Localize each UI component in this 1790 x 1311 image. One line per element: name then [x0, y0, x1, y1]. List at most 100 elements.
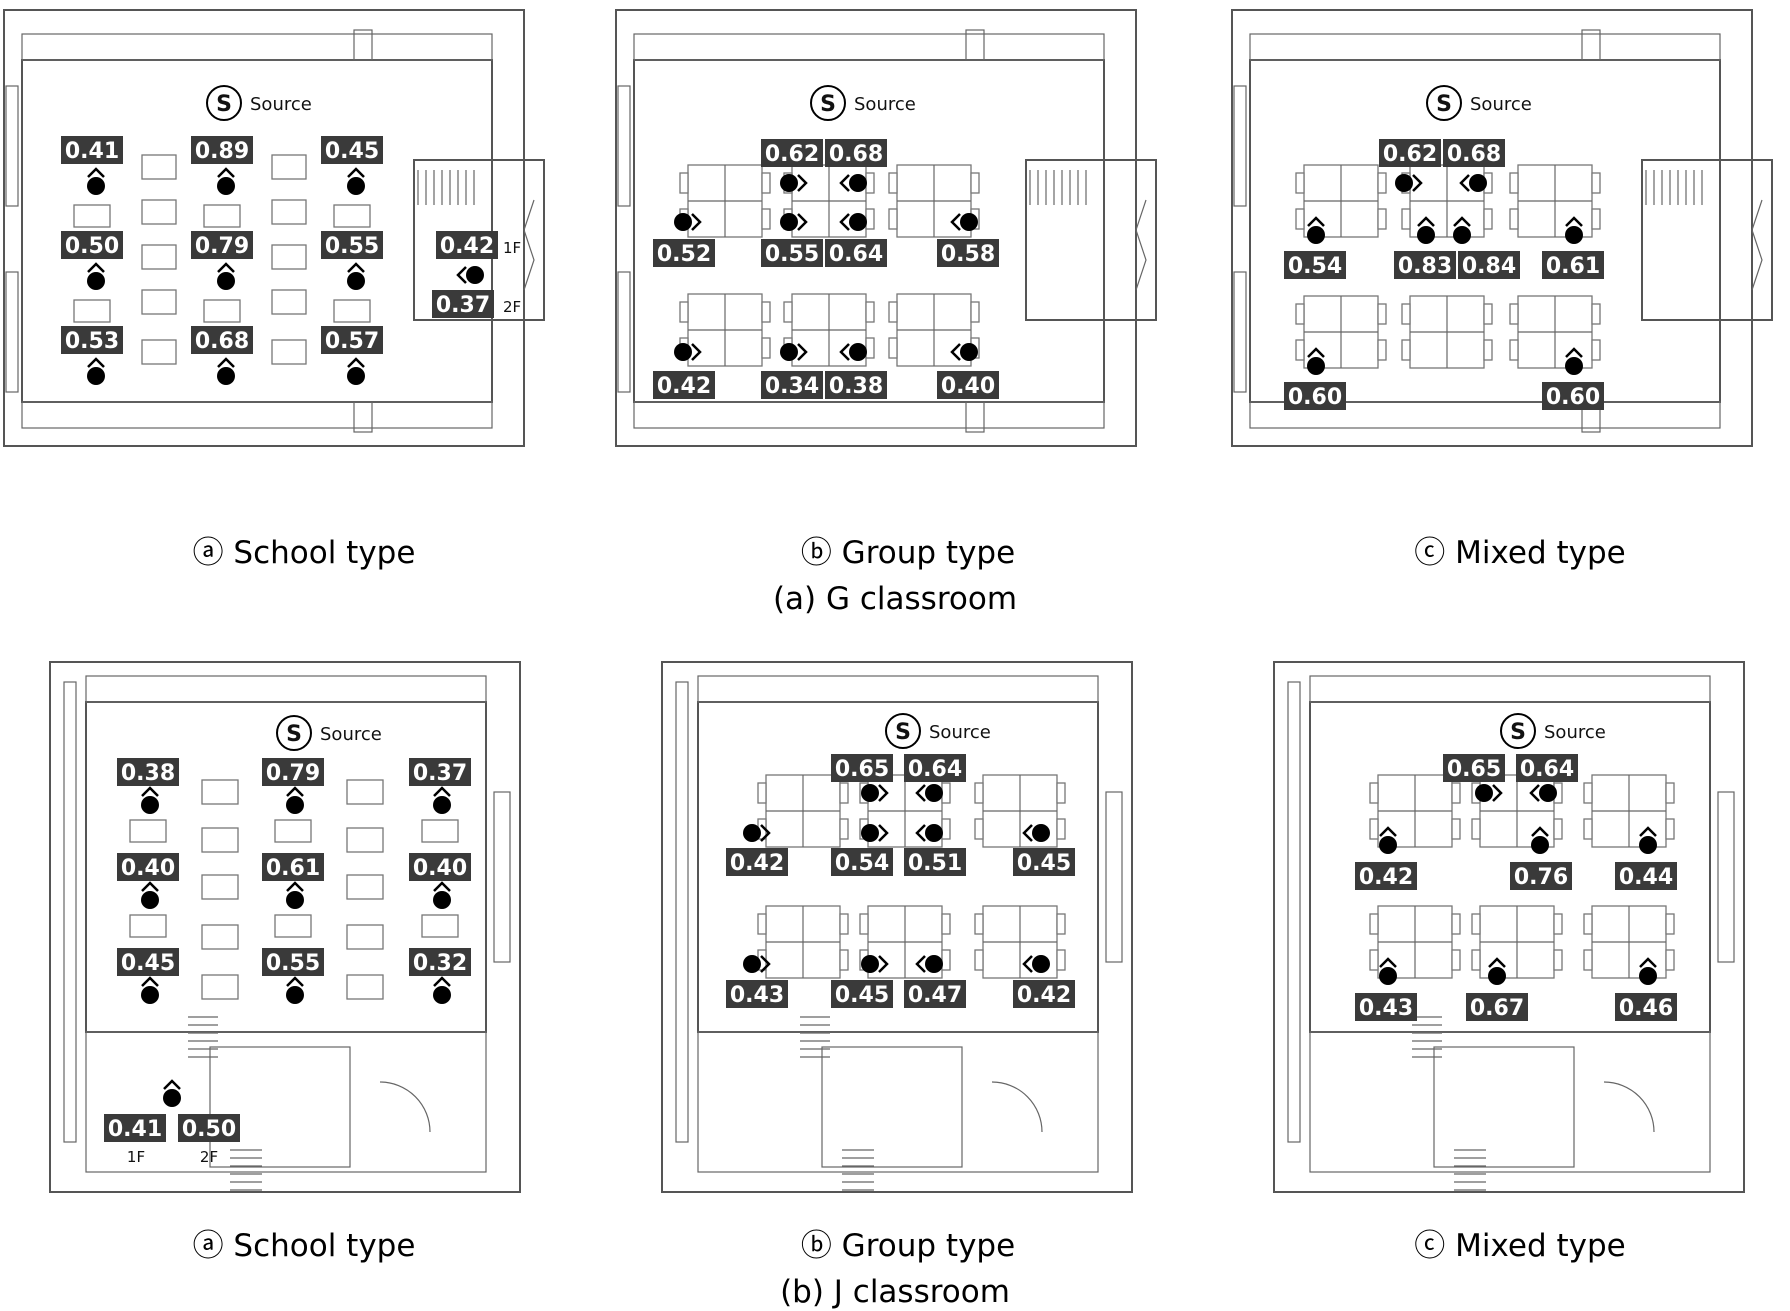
facing-chevron	[1022, 824, 1033, 842]
stair-annex	[1641, 159, 1773, 321]
chair	[1295, 339, 1305, 361]
value-box	[937, 371, 999, 399]
person-marker	[780, 343, 798, 361]
top-window	[633, 33, 1105, 61]
side-window	[1287, 681, 1301, 1143]
person-marker	[780, 174, 798, 192]
facing-chevron	[1531, 826, 1549, 837]
value-label: 0.68	[1447, 142, 1501, 167]
side-window	[493, 791, 511, 963]
value-box	[262, 853, 324, 881]
person-marker	[217, 177, 235, 195]
top-window	[85, 675, 487, 703]
value-box	[761, 371, 823, 399]
chair	[888, 337, 898, 359]
chair	[970, 301, 980, 323]
person-marker	[1307, 226, 1325, 244]
chair	[1471, 913, 1481, 935]
person-marker	[1639, 836, 1657, 854]
bottom-window	[1249, 401, 1721, 429]
stairwell	[821, 1046, 963, 1168]
source-icon	[1426, 85, 1462, 121]
facing-chevron	[347, 167, 365, 178]
value-box	[191, 326, 253, 354]
chair	[974, 818, 984, 840]
value-box	[1394, 251, 1456, 279]
person-marker	[141, 986, 159, 1004]
person-marker	[743, 955, 761, 973]
facing-chevron	[1492, 784, 1503, 802]
value-box	[1615, 993, 1677, 1021]
facing-chevron	[1565, 216, 1583, 227]
classroom-outline	[49, 661, 521, 1193]
stairwell	[209, 1046, 351, 1168]
chair	[761, 337, 771, 359]
value-label: 0.61	[266, 856, 320, 881]
chair	[888, 208, 898, 230]
value-label: 0.43	[1359, 996, 1413, 1021]
panel-caption: ⓑ Group type	[801, 535, 1015, 571]
person-marker	[925, 955, 943, 973]
person-marker	[1475, 784, 1493, 802]
value-label: 0.45	[835, 983, 889, 1008]
source-label: Source	[929, 722, 991, 743]
chair	[839, 913, 849, 935]
chair	[1056, 913, 1066, 935]
chair	[1401, 339, 1411, 361]
desk	[203, 204, 241, 228]
desk	[274, 819, 312, 843]
value-label: 0.47	[908, 983, 962, 1008]
side-window	[63, 681, 77, 1143]
facing-chevron	[691, 343, 702, 361]
value-label: 0.51	[908, 851, 962, 876]
desk	[141, 289, 177, 315]
chair	[1451, 782, 1461, 804]
bottom-window	[21, 401, 493, 429]
value-box	[653, 371, 715, 399]
panel-caption: ⓐ School type	[193, 1228, 416, 1264]
person-marker	[1565, 357, 1583, 375]
source-icon	[276, 715, 312, 751]
top-window	[1249, 33, 1721, 61]
floor-label: 1F	[503, 239, 521, 257]
desk	[271, 339, 307, 365]
value-label: 0.68	[829, 142, 883, 167]
person-marker	[861, 955, 879, 973]
chair	[1401, 303, 1411, 325]
panel-caption: ⓑ Group type	[801, 1228, 1015, 1264]
value-box	[104, 1114, 166, 1142]
chair	[941, 818, 951, 840]
value-label: 0.64	[829, 242, 883, 267]
value-box	[117, 758, 179, 786]
chair	[1377, 172, 1387, 194]
value-box	[61, 231, 123, 259]
facing-chevron	[141, 976, 159, 987]
source-icon	[206, 85, 242, 121]
chair	[1401, 208, 1411, 230]
desk	[201, 924, 239, 950]
source-label: Source	[250, 94, 312, 115]
desk	[201, 974, 239, 1000]
chair	[1056, 782, 1066, 804]
panel-caption: ⓒ Mixed type	[1414, 1228, 1625, 1264]
chair	[679, 172, 689, 194]
desk	[346, 874, 384, 900]
value-label: 0.44	[1619, 865, 1673, 890]
lower-area	[85, 1031, 487, 1173]
chair	[1509, 172, 1519, 194]
source-label: Source	[1470, 94, 1532, 115]
desk	[73, 299, 111, 323]
value-label: 0.32	[413, 951, 467, 976]
facing-chevron	[691, 213, 702, 231]
person-marker	[217, 272, 235, 290]
value-box	[61, 136, 123, 164]
chair	[859, 913, 869, 935]
value-box	[191, 136, 253, 164]
chair	[974, 913, 984, 935]
chair	[941, 782, 951, 804]
value-box	[937, 239, 999, 267]
desk	[203, 299, 241, 323]
facing-chevron	[217, 357, 235, 368]
